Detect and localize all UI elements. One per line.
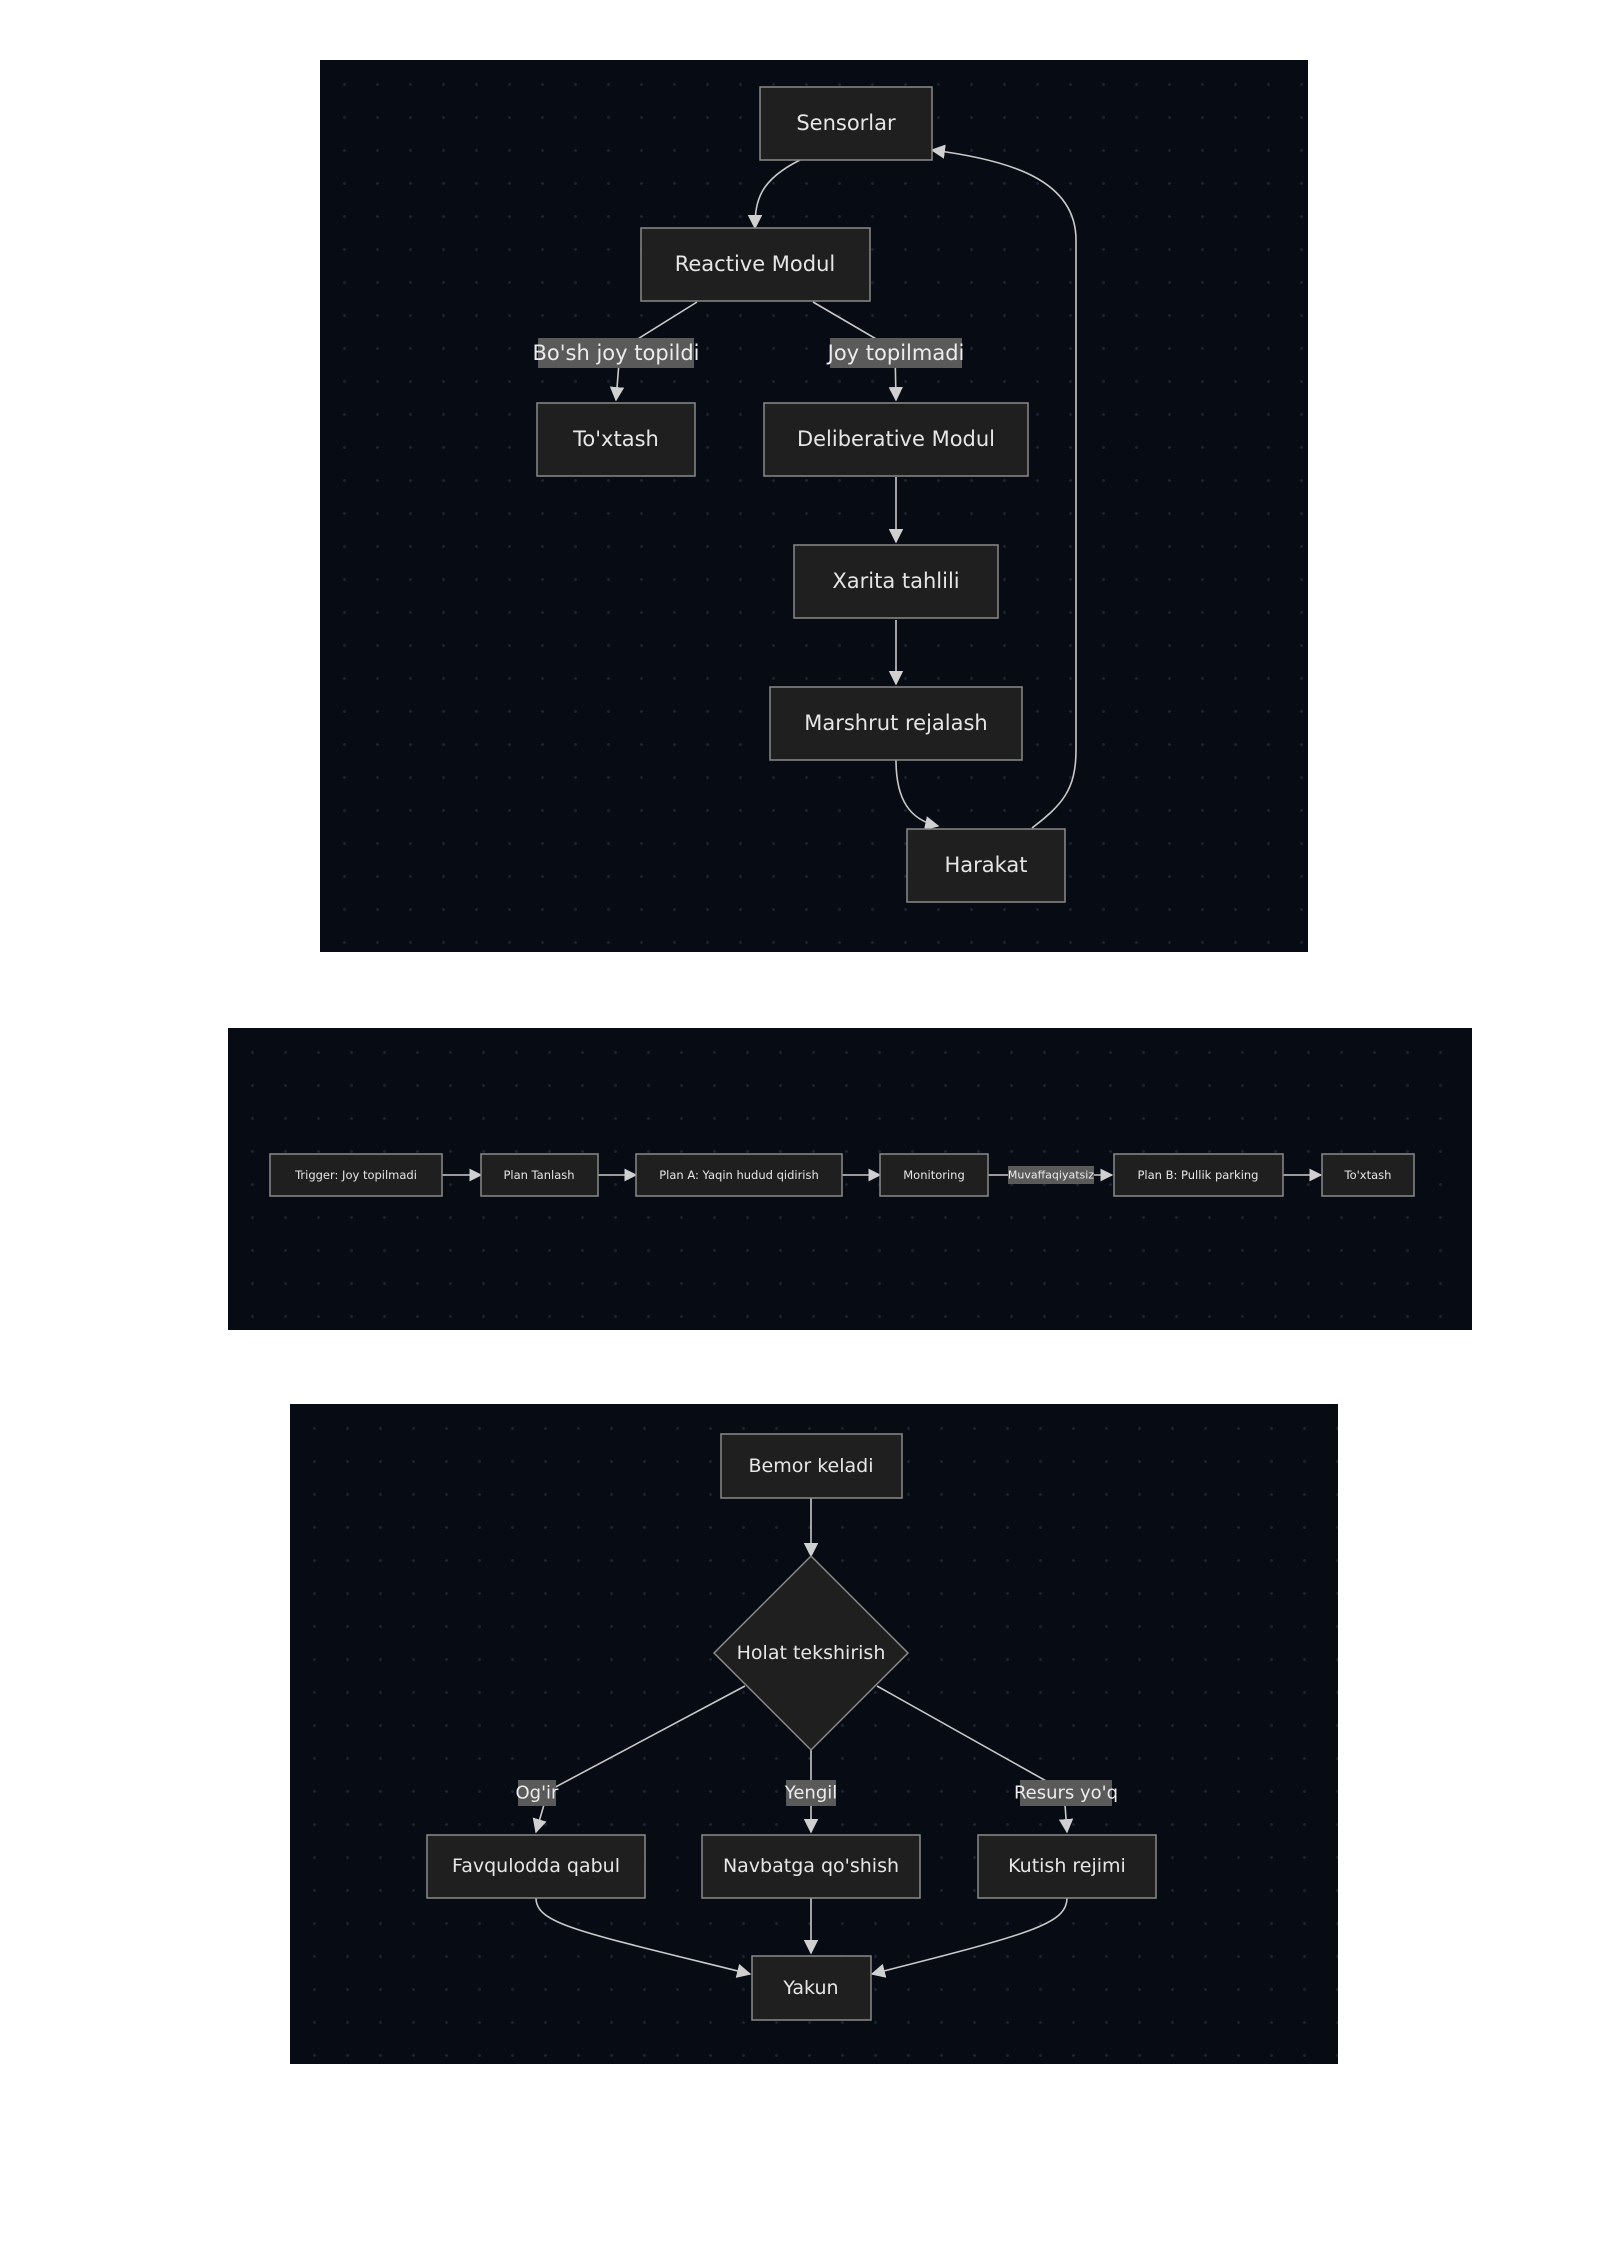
edge-favqulodda-yakun <box>535 1897 752 1978</box>
node-xarita-tahlili <box>793 544 999 619</box>
edge-sensorlar-reactive <box>747 159 801 230</box>
diagram-plan-fallback: Muvaffaqiyatsiz Trigger: Joy topilmadi P… <box>228 1028 1472 1330</box>
node-plan-a <box>635 1153 843 1197</box>
edge-label-not-found-bg <box>830 338 962 368</box>
node-sensorlar-label: Sensorlar <box>796 111 896 135</box>
node-marshrut-rejalash-label: Marshrut rejalash <box>804 711 987 735</box>
edge-label-yengil: Yengil <box>784 1783 838 1804</box>
node-kutish-rejimi <box>977 1834 1157 1899</box>
edge-label-found: Bo'sh joy topildi <box>533 341 700 365</box>
edge-label-fail: Muvaffaqiyatsiz <box>1008 1169 1094 1182</box>
edge-label-fail-bg <box>1008 1166 1094 1184</box>
node-plan-b <box>1113 1153 1284 1197</box>
node-toxtash <box>536 402 696 477</box>
node-bemor-keladi-label: Bemor keladi <box>749 1455 874 1477</box>
node-deliberative-modul <box>763 402 1029 477</box>
edge-label-ogir-bg <box>518 1780 556 1806</box>
node-monitoring-label: Monitoring <box>903 1168 965 1182</box>
node-holat-tekshirish-label: Holat tekshirish <box>737 1642 886 1664</box>
node-harakat <box>906 828 1066 903</box>
diagram-reactive-deliberative: Bo'sh joy topildi Joy topilmadi Sensorla… <box>320 60 1308 952</box>
edge-kutish-yakun <box>870 1897 1068 1978</box>
node-toxtash-label: To'xtash <box>1344 1168 1392 1182</box>
node-marshrut-rejalash <box>769 686 1023 761</box>
node-toxtash-label: To'xtash <box>572 427 659 451</box>
edge-label-ogir: Og'ir <box>516 1783 560 1804</box>
node-plan-tanlash-label: Plan Tanlash <box>503 1168 574 1182</box>
node-yakun-label: Yakun <box>782 1977 838 1999</box>
node-favqulodda-qabul-label: Favqulodda qabul <box>452 1855 620 1877</box>
node-reactive-modul-label: Reactive Modul <box>675 252 836 276</box>
node-harakat-label: Harakat <box>944 853 1027 877</box>
node-trigger-label: Trigger: Joy topilmadi <box>294 1168 417 1182</box>
node-navbatga-qoshish <box>701 1834 921 1899</box>
node-kutish-rejimi-label: Kutish rejimi <box>1008 1855 1126 1877</box>
node-bemor-keladi <box>720 1433 903 1499</box>
edge-label-resurs: Resurs yo'q <box>1014 1783 1118 1804</box>
flowchart-2: Muvaffaqiyatsiz Trigger: Joy topilmadi P… <box>269 1153 1415 1197</box>
node-deliberative-modul-label: Deliberative Modul <box>797 427 995 451</box>
node-xarita-tahlili-label: Xarita tahlili <box>832 569 959 593</box>
node-yakun <box>751 1955 872 2021</box>
node-plan-tanlash <box>480 1153 599 1197</box>
node-reactive-modul <box>640 227 871 302</box>
node-sensorlar <box>759 86 933 161</box>
node-monitoring <box>879 1153 989 1197</box>
edge-harakat-sensorlar <box>930 144 1077 829</box>
node-toxtash <box>1321 1153 1415 1197</box>
node-trigger <box>269 1153 443 1197</box>
flowchart-1: Bo'sh joy topildi Joy topilmadi Sensorla… <box>533 86 1077 903</box>
edge-marshrut-harakat <box>895 759 940 831</box>
edge-holat-kutish <box>876 1685 1074 1834</box>
edge-label-resurs-bg <box>1020 1780 1112 1806</box>
edge-label-found-bg <box>538 338 694 368</box>
node-plan-b-label: Plan B: Pullik parking <box>1138 1168 1259 1182</box>
diagram-patient-triage: Og'ir Yengil Resurs yo'q Bemor keladi Ho… <box>290 1404 1338 2064</box>
node-navbatga-qoshish-label: Navbatga qo'shish <box>723 1855 899 1877</box>
edge-holat-favqulodda <box>532 1685 746 1834</box>
edge-label-not-found: Joy topilmadi <box>826 341 965 365</box>
edge-label-yengil-bg <box>786 1780 836 1806</box>
flowchart-3: Og'ir Yengil Resurs yo'q Bemor keladi Ho… <box>426 1433 1157 2021</box>
node-plan-a-label: Plan A: Yaqin hudud qidirish <box>659 1168 819 1182</box>
node-holat-tekshirish <box>712 1554 910 1752</box>
node-favqulodda-qabul <box>426 1834 646 1899</box>
